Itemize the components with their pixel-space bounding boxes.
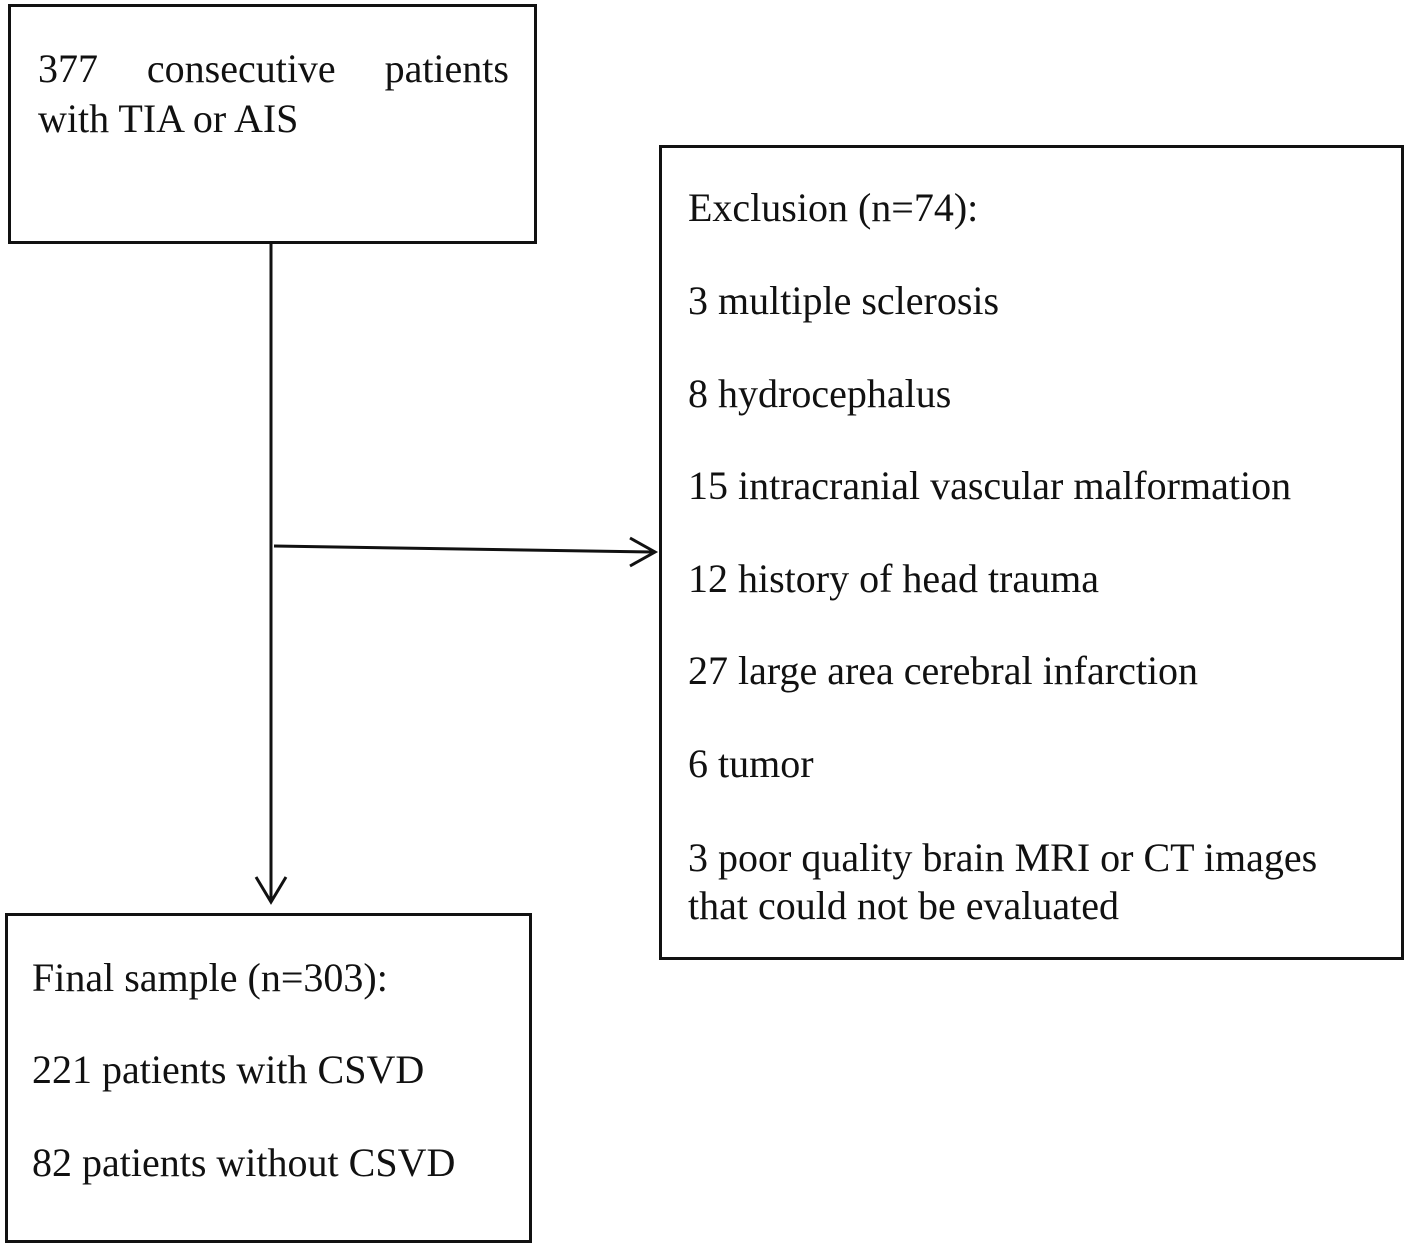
enrollment-line-1: 377 consecutive patients (38, 45, 509, 93)
final-sample-box: Final sample (n=303): 221 patients with … (5, 913, 532, 1243)
exclusion-item-line-1: 3 poor quality brain MRI or CT images (688, 835, 1318, 880)
final-sample-item: 221 patients with CSVD (32, 1047, 425, 1092)
exclusion-item: 12 history of head trauma (688, 556, 1099, 601)
exclusion-item: 6 tumor (688, 741, 814, 786)
right-arrowhead (629, 536, 659, 568)
enrollment-word-patients: patients (384, 46, 509, 91)
down-arrowhead (254, 876, 288, 905)
exclusion-item-line-2: that could not be evaluated (688, 883, 1119, 928)
enrollment-box: 377 consecutive patients with TIA or AIS (8, 4, 537, 244)
final-sample-item: 82 patients without CSVD (32, 1140, 456, 1185)
exclusion-branch-line (273, 544, 655, 554)
exclusion-item: 8 hydrocephalus (688, 371, 952, 416)
exclusion-title: Exclusion (n=74): (688, 185, 979, 230)
exclusion-box: Exclusion (n=74): 3 multiple sclerosis 8… (659, 145, 1404, 960)
exclusion-item: 15 intracranial vascular malformation (688, 463, 1292, 508)
exclusion-item: 27 large area cerebral infarction (688, 648, 1199, 693)
enrollment-line-2: with TIA or AIS (38, 96, 299, 141)
exclusion-item: 3 multiple sclerosis (688, 278, 1000, 323)
enrollment-word-consecutive: consecutive (146, 46, 336, 91)
enrollment-count: 377 (38, 46, 98, 91)
final-sample-title: Final sample (n=303): (32, 955, 388, 1000)
